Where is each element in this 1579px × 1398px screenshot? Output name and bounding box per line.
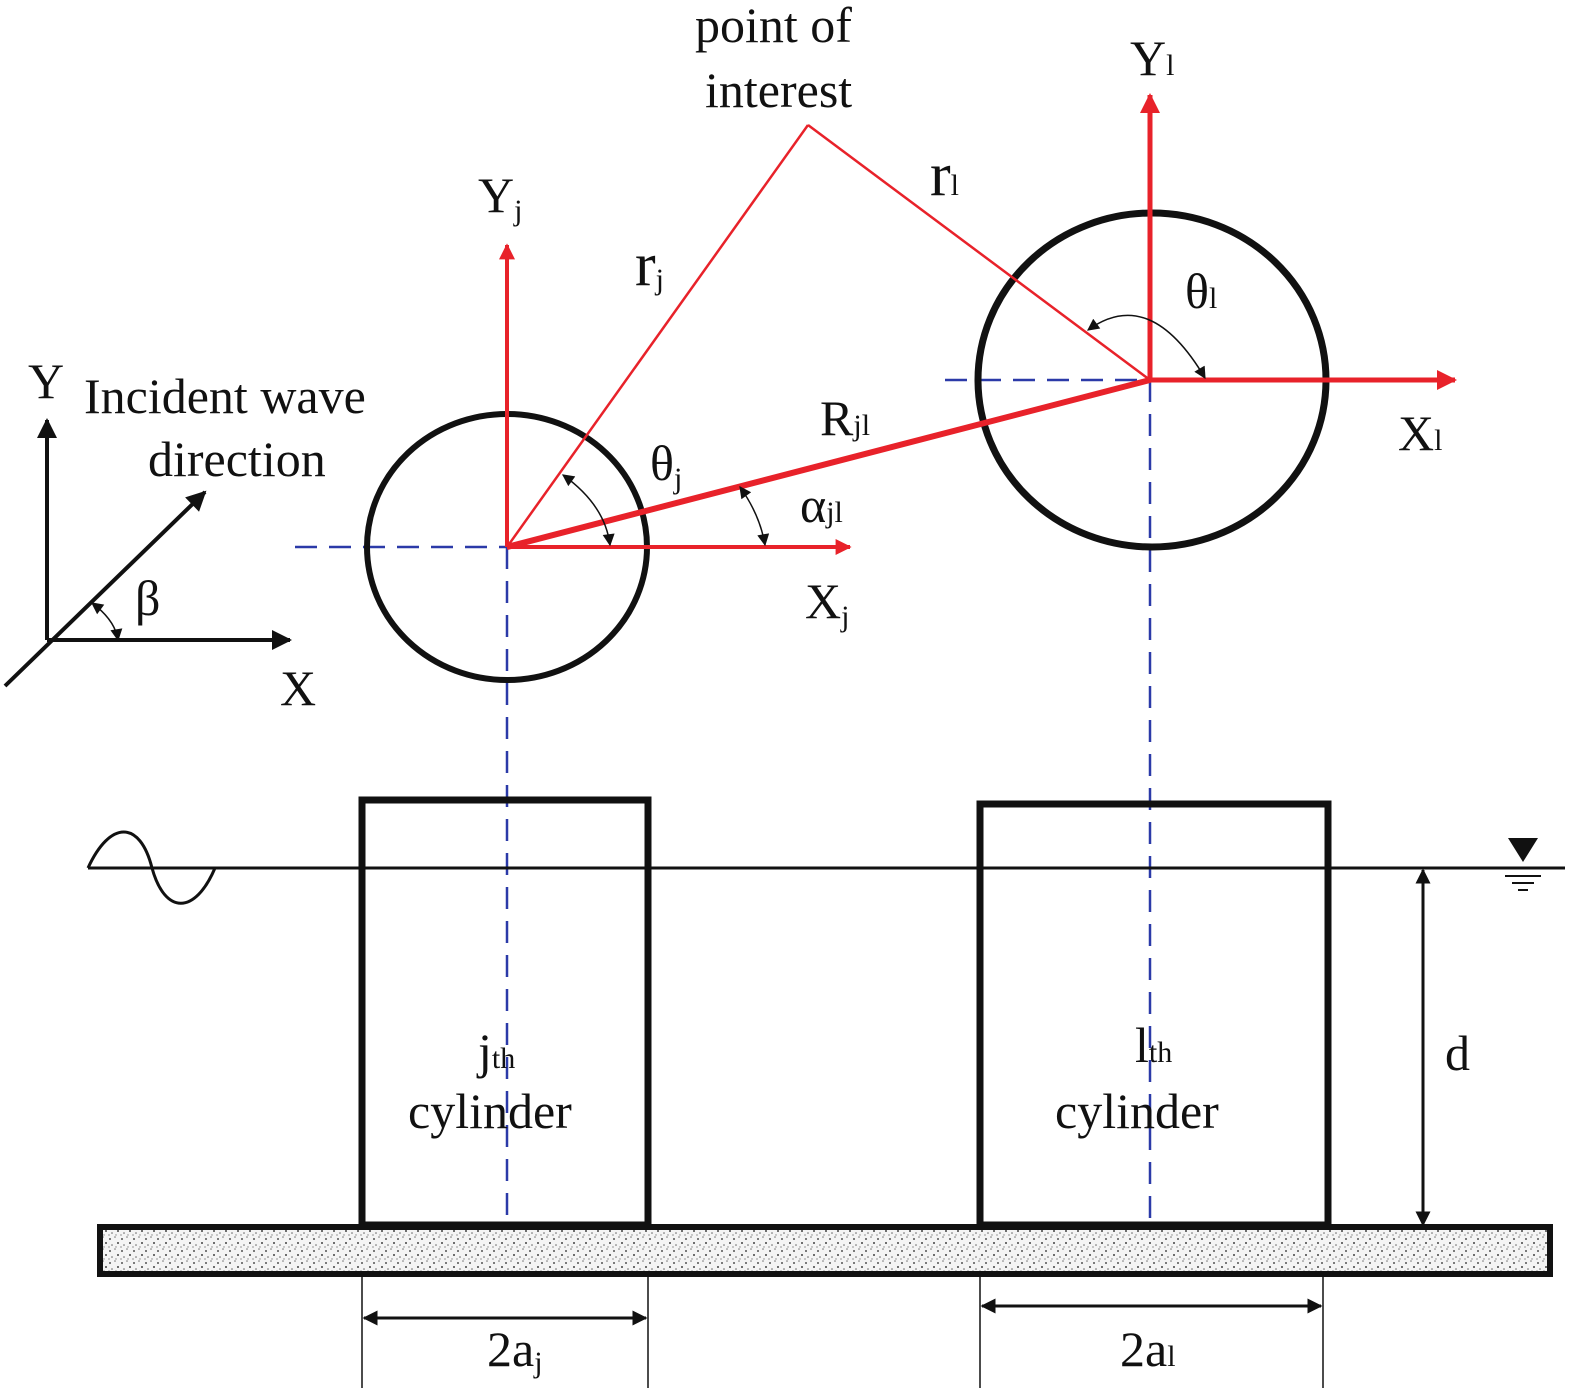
yl-label: Yl (1130, 30, 1174, 86)
yj-label: Yj (478, 167, 522, 227)
theta-l-arc (1087, 314, 1206, 380)
cylinder-l-label: cylinder (1055, 1083, 1219, 1139)
theta-j-arc (562, 474, 615, 547)
depth-label: d (1445, 1025, 1470, 1081)
seabed (97, 1224, 1553, 1277)
cylinder-j-label: cylinder (408, 1083, 572, 1139)
beta-label: β (135, 570, 160, 626)
point-of-interest-line1: point of (695, 0, 852, 53)
incident-wave-label-line2: direction (148, 431, 326, 487)
theta-j-label: θj (650, 435, 682, 495)
alpha-jl-arc (739, 486, 770, 547)
incident-wave-arrow (3, 490, 207, 688)
global-x-label: X (280, 660, 316, 716)
xl-label: Xl (1398, 405, 1442, 461)
theta-l-label: θl (1185, 263, 1217, 319)
point-of-interest-line2: interest (705, 62, 852, 118)
Rjl-label: Rjl (820, 390, 870, 446)
rl-label: rl (930, 141, 959, 209)
cylinder-j-elevation (358, 796, 652, 1229)
diameter-l-label: 2al (1120, 1321, 1176, 1377)
lth-label: lth (1135, 1017, 1172, 1073)
elevation-view: jth cylinder lth cylinder d 2aj 2al (86, 796, 1565, 1388)
water-level-icon (1505, 838, 1541, 891)
rj-vector (505, 124, 810, 548)
global-axes: Y X β Incident wave direction (3, 353, 366, 716)
global-y-label: Y (28, 353, 64, 409)
jth-label: jth (476, 1023, 515, 1079)
xj-label: Xj (805, 573, 849, 633)
rj-label: rj (635, 231, 664, 299)
alpha-jl-label: αjl (800, 477, 843, 533)
beta-angle-arc (91, 602, 123, 642)
diameter-j-label: 2aj (487, 1321, 543, 1379)
incident-wave-label-line1: Incident wave (84, 368, 366, 424)
